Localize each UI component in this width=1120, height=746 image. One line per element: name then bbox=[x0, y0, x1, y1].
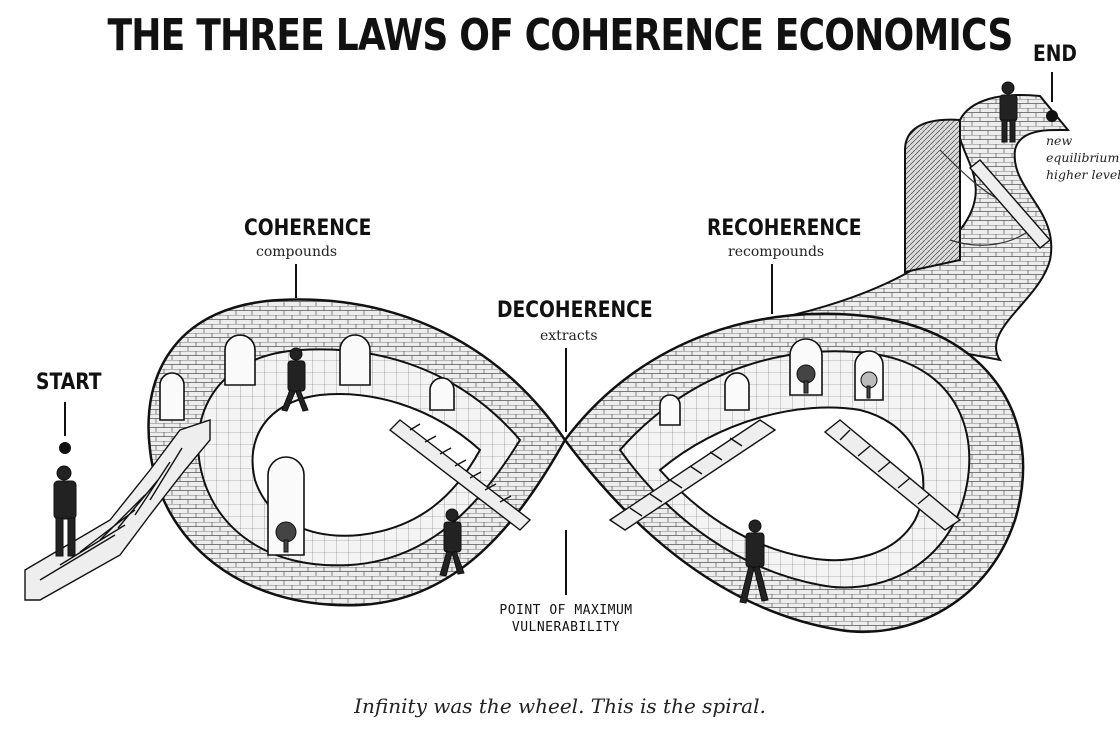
start-label: START bbox=[36, 370, 102, 395]
walking-figures bbox=[53, 81, 1018, 604]
coherence-label: COHERENCE bbox=[244, 216, 372, 241]
recoherence-sublabel: recompounds bbox=[728, 244, 825, 260]
figure-start bbox=[53, 465, 77, 557]
figure-coherence bbox=[281, 347, 309, 412]
vulnerability-label: POINT OF MAXIMUM VULNERABILITY bbox=[486, 602, 646, 636]
coherence-sublabel: compounds bbox=[256, 244, 338, 260]
end-label: END bbox=[1033, 42, 1077, 67]
decoherence-sublabel: extracts bbox=[540, 328, 598, 344]
end-note-line-1: new bbox=[1046, 133, 1073, 148]
caption: Infinity was the wheel. This is the spir… bbox=[354, 694, 766, 718]
figure-recoherence bbox=[739, 519, 769, 604]
end-note: new equilibrium, higher level bbox=[1046, 132, 1120, 183]
vulnerability-line-2: VULNERABILITY bbox=[511, 620, 621, 635]
figure-end bbox=[999, 81, 1018, 143]
figure-descending bbox=[439, 508, 465, 577]
vulnerability-line-1: POINT OF MAXIMUM bbox=[499, 603, 633, 618]
page-title: THE THREE LAWS OF COHERENCE ECONOMICS bbox=[107, 10, 1013, 61]
end-note-line-2: equilibrium, bbox=[1046, 150, 1120, 165]
tree-icons bbox=[275, 364, 878, 553]
recoherence-label: RECOHERENCE bbox=[707, 216, 862, 241]
decoherence-label: DECOHERENCE bbox=[497, 298, 653, 323]
end-note-line-3: higher level bbox=[1046, 167, 1120, 182]
arched-windows bbox=[159, 334, 884, 556]
leader-lines bbox=[59, 72, 1058, 595]
